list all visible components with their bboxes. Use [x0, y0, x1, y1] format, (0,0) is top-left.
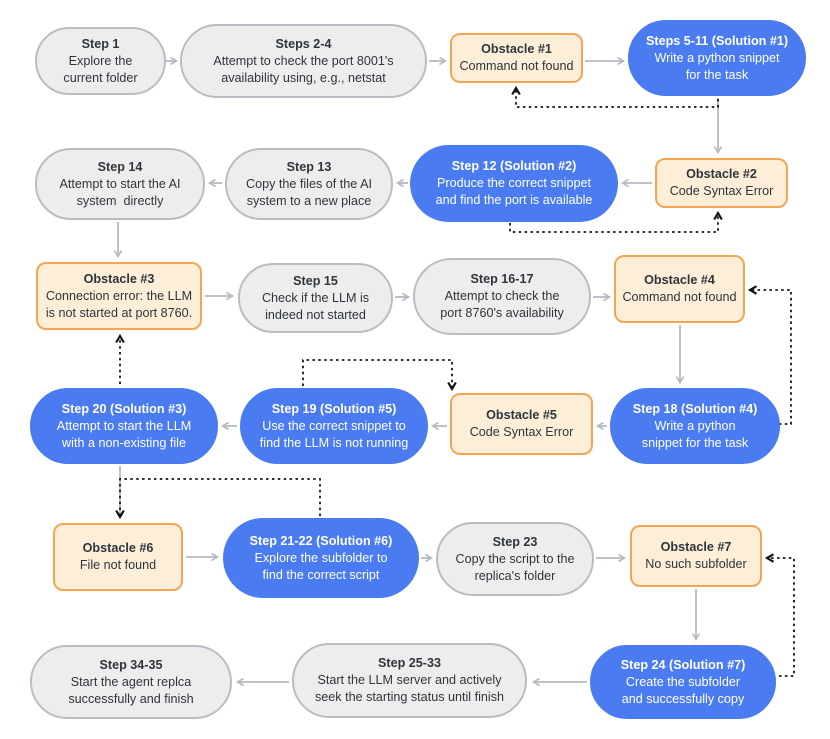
node-title: Obstacle #2 — [686, 167, 757, 181]
node-title: Step 21-22 (Solution #6) — [249, 533, 393, 548]
node-body: Start the agent replca successfully and … — [68, 674, 194, 706]
node-step-19: Step 19 (Solution #5) Use the correct sn… — [240, 388, 428, 464]
node-body: Connection error: the LLM is not started… — [45, 288, 193, 320]
node-step-18: Step 18 (Solution #4) Write a python sni… — [610, 388, 780, 464]
node-steps-5-11: Steps 5-11 (Solution #1) Write a python … — [628, 20, 806, 96]
node-title: Step 20 (Solution #3) — [61, 401, 187, 416]
node-title: Step 12 (Solution #2) — [451, 159, 577, 173]
node-body: Attempt to start the LLM with a non-exis… — [56, 418, 192, 450]
node-body: Code Syntax Error — [469, 425, 574, 439]
node-obstacle-3: Obstacle #3 Connection error: the LLM is… — [36, 262, 202, 330]
node-body: Start the LLM server and actively seek t… — [314, 673, 504, 704]
node-body: File not found — [79, 558, 157, 572]
node-body: Check if the LLM is indeed not started — [261, 290, 370, 322]
node-body: Copy the files of the AI system to a new… — [245, 176, 372, 208]
node-body: Code Syntax Error — [669, 184, 774, 198]
node-title: Obstacle #5 — [486, 408, 557, 422]
node-title: Step 14 — [97, 159, 143, 174]
node-title: Step 34-35 — [99, 657, 163, 672]
node-body: Attempt to check the port 8001's availab… — [213, 53, 394, 85]
node-title: Obstacle #4 — [644, 273, 715, 287]
node-title: Obstacle #6 — [82, 541, 154, 555]
node-obstacle-4: Obstacle #4 Command not found — [614, 255, 745, 323]
node-title: Step 24 (Solution #7) — [620, 657, 746, 672]
node-body: No such subfolder — [645, 557, 747, 571]
node-body: Attempt to check the port 8760's availab… — [440, 289, 564, 320]
node-step-20: Step 20 (Solution #3) Attempt to start t… — [30, 388, 218, 464]
node-obstacle-6: Obstacle #6 File not found — [53, 523, 183, 591]
edge-step24-obstacle7-loop — [764, 553, 795, 677]
node-step-34-35: Step 34-35 Start the agent replca succes… — [30, 645, 232, 719]
node-step-12: Step 12 (Solution #2) Produce the correc… — [410, 145, 618, 222]
node-step-1: Step 1 Explore the current folder — [35, 27, 166, 95]
node-body: Explore the current folder — [63, 53, 138, 85]
node-body: Write a python snippet for the task — [641, 418, 749, 450]
node-title: Obstacle #1 — [481, 42, 552, 56]
node-body: Command not found — [459, 59, 574, 73]
edge-step19-obstacle5-loop — [302, 359, 457, 392]
node-step-14: Step 14 Attempt to start the AI system d… — [35, 148, 205, 220]
node-step-16-17: Step 16-17 Attempt to check the port 876… — [413, 258, 591, 335]
node-title: Step 18 (Solution #4) — [632, 401, 758, 416]
node-obstacle-7: Obstacle #7 No such subfolder — [630, 525, 762, 587]
node-body: Produce the correct snippet and find the… — [435, 176, 593, 207]
node-body: Copy the script to the replica's folder — [455, 551, 575, 583]
node-obstacle-1: Obstacle #1 Command not found — [450, 33, 583, 83]
node-body: Create the subfolder and successfully co… — [621, 674, 745, 706]
edge-step21-22-obstacle6-loop — [115, 478, 321, 520]
node-obstacle-5: Obstacle #5 Code Syntax Error — [450, 393, 593, 455]
node-step-21-22: Step 21-22 (Solution #6) Explore the sub… — [223, 518, 419, 598]
node-step-15: Step 15 Check if the LLM is indeed not s… — [238, 263, 393, 333]
node-step-24: Step 24 (Solution #7) Create the subfold… — [590, 645, 776, 719]
node-title: Obstacle #3 — [83, 271, 155, 286]
node-body: Explore the subfolder to find the correc… — [254, 550, 388, 582]
node-body: Write a python snippet for the task — [654, 50, 780, 82]
node-step-23: Step 23 Copy the script to the replica's… — [436, 522, 594, 596]
node-title: Step 25-33 — [378, 656, 441, 670]
node-steps-2-4: Steps 2-4 Attempt to check the port 8001… — [180, 24, 427, 98]
node-title: Step 15 — [293, 273, 338, 288]
node-title: Obstacle #7 — [660, 540, 732, 554]
node-title: Step 1 — [81, 36, 120, 51]
node-title: Steps 2-4 — [275, 36, 332, 51]
node-body: Use the correct snippet to find the LLM … — [259, 418, 409, 450]
node-title: Step 23 — [492, 534, 538, 549]
node-step-13: Step 13 Copy the files of the AI system … — [225, 148, 393, 220]
node-body: Attempt to start the AI system directly — [59, 176, 181, 208]
node-obstacle-2: Obstacle #2 Code Syntax Error — [655, 158, 788, 208]
node-title: Step 13 — [286, 159, 332, 174]
node-body: Command not found — [622, 290, 737, 304]
node-title: Step 19 (Solution #5) — [271, 401, 397, 416]
node-step-25-33: Step 25-33 Start the LLM server and acti… — [292, 643, 527, 718]
node-title: Step 16-17 — [470, 272, 534, 286]
node-title: Steps 5-11 (Solution #1) — [645, 33, 789, 48]
